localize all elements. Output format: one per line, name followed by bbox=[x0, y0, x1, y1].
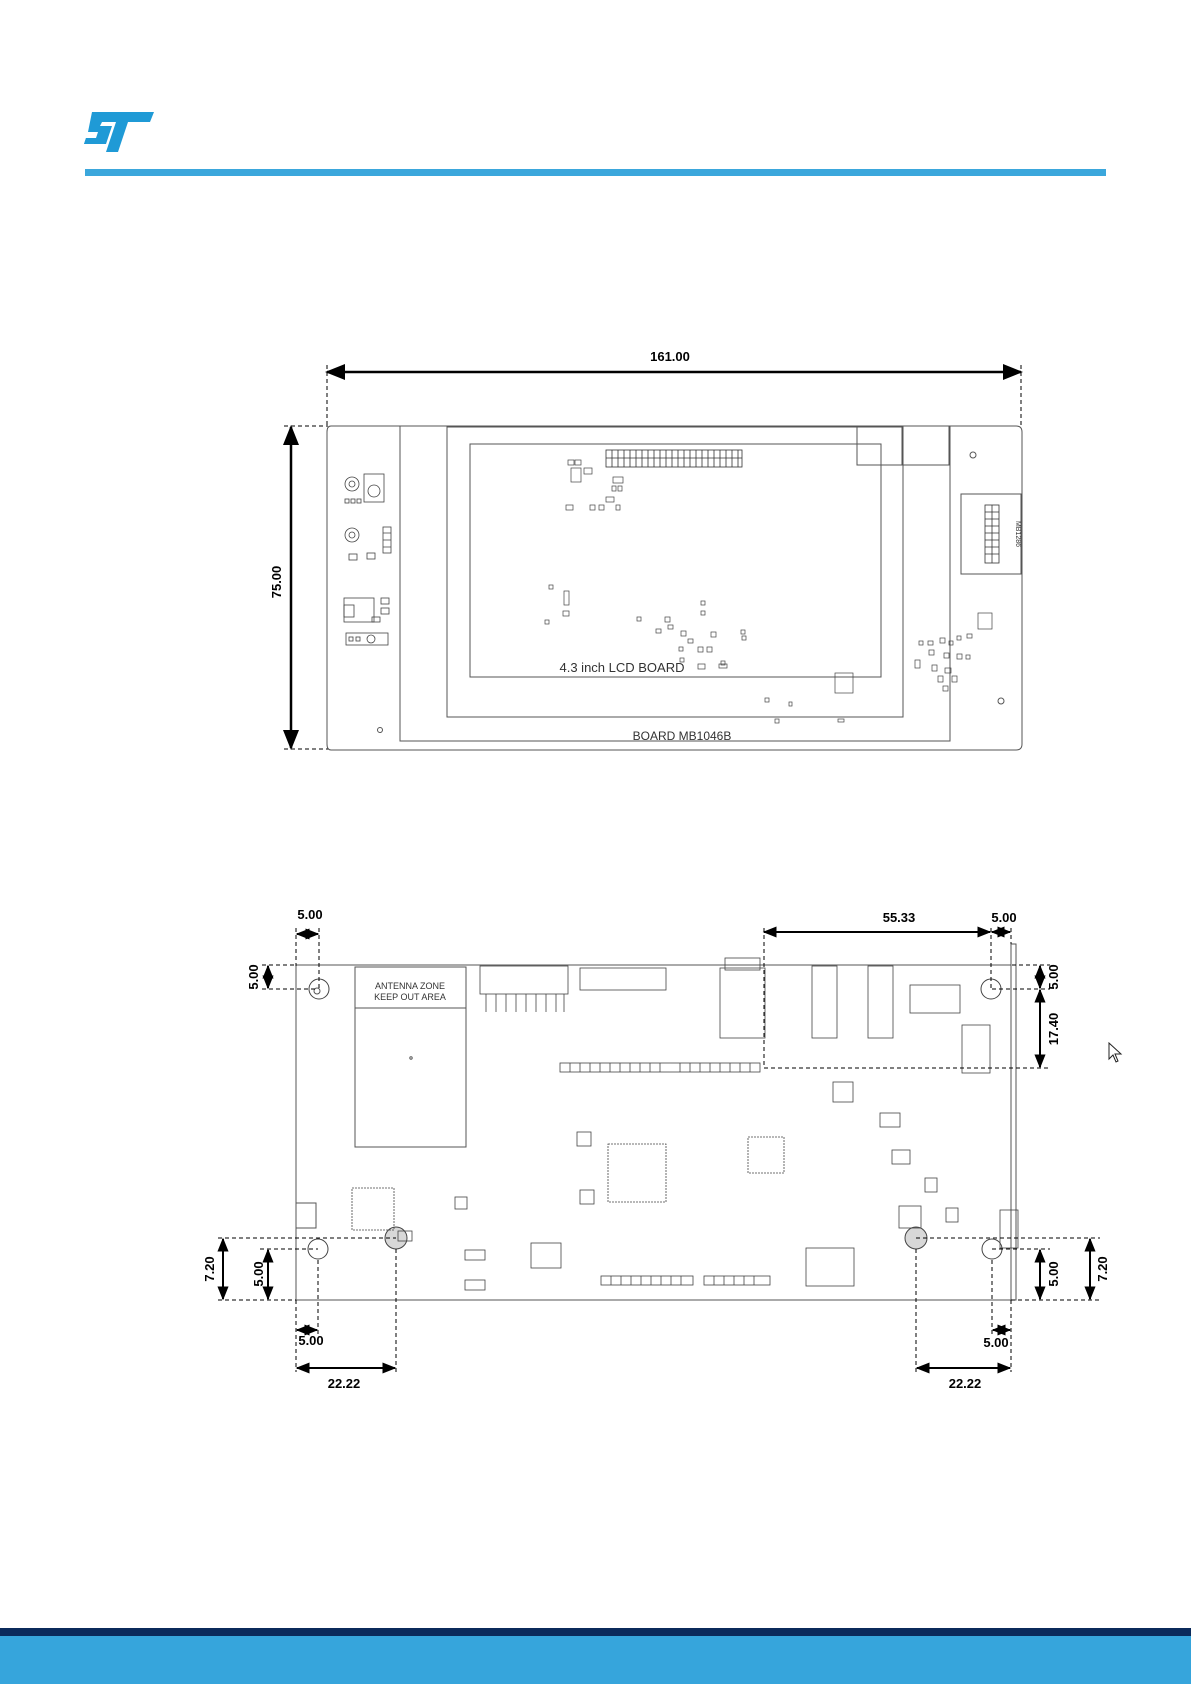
top-board-outline bbox=[327, 426, 1022, 750]
dim-connector-span: 55.33 bbox=[883, 910, 916, 925]
top-left-components bbox=[344, 474, 391, 645]
st-logo-icon bbox=[84, 112, 154, 156]
bottom-dimensions bbox=[218, 928, 1100, 1372]
antenna-zone-line2: KEEP OUT AREA bbox=[374, 992, 446, 1002]
footer-band bbox=[0, 1636, 1191, 1684]
lcd-board-label: 4.3 inch LCD BOARD bbox=[560, 660, 685, 675]
dim-left-top-x: 5.00 bbox=[297, 907, 322, 922]
top-height-dimension: 75.00 bbox=[269, 426, 328, 749]
mounting-holes bbox=[308, 979, 1002, 1259]
antenna-zone-line1: ANTENNA ZONE bbox=[375, 981, 445, 991]
top-width-value: 161.00 bbox=[650, 349, 690, 364]
dim-right-17: 17.40 bbox=[1046, 1013, 1061, 1046]
board-label: BOARD MB1046B bbox=[633, 729, 732, 743]
footer-dark-bar bbox=[0, 1628, 1191, 1636]
dim-right-22: 22.22 bbox=[949, 1376, 982, 1391]
header-rule bbox=[85, 169, 1106, 176]
bottom-view-drawing: ANTENNA ZONE KEEP OUT AREA bbox=[0, 900, 1191, 1400]
dim-right-bottom-x: 5.00 bbox=[983, 1335, 1008, 1350]
dim-left-bottom-7: 7.20 bbox=[202, 1256, 217, 1281]
top-side-label: MB1286 bbox=[1014, 521, 1021, 547]
dim-left-22: 22.22 bbox=[328, 1376, 361, 1391]
dim-right-bottom-5: 5.00 bbox=[1046, 1261, 1061, 1286]
mounting-hole-top-right bbox=[981, 979, 1001, 999]
dim-right-top-y: 5.00 bbox=[1046, 964, 1061, 989]
dim-left-bottom-x: 5.00 bbox=[298, 1333, 323, 1348]
top-scattered-components bbox=[545, 460, 992, 723]
dim-left-top-y: 5.00 bbox=[246, 964, 261, 989]
top-width-dimension: 161.00 bbox=[327, 349, 1021, 425]
top-side-header: MB1286 bbox=[985, 505, 1021, 563]
dim-right-top-x: 5.00 bbox=[991, 910, 1016, 925]
top-height-value: 75.00 bbox=[269, 566, 284, 599]
dim-left-bottom-5: 5.00 bbox=[251, 1261, 266, 1286]
mouse-cursor-icon bbox=[1108, 1042, 1124, 1064]
dim-right-bottom-7: 7.20 bbox=[1095, 1256, 1110, 1281]
top-view-drawing: 161.00 75.00 MB1286 bbox=[0, 330, 1191, 770]
top-lcd-connector bbox=[606, 450, 742, 467]
